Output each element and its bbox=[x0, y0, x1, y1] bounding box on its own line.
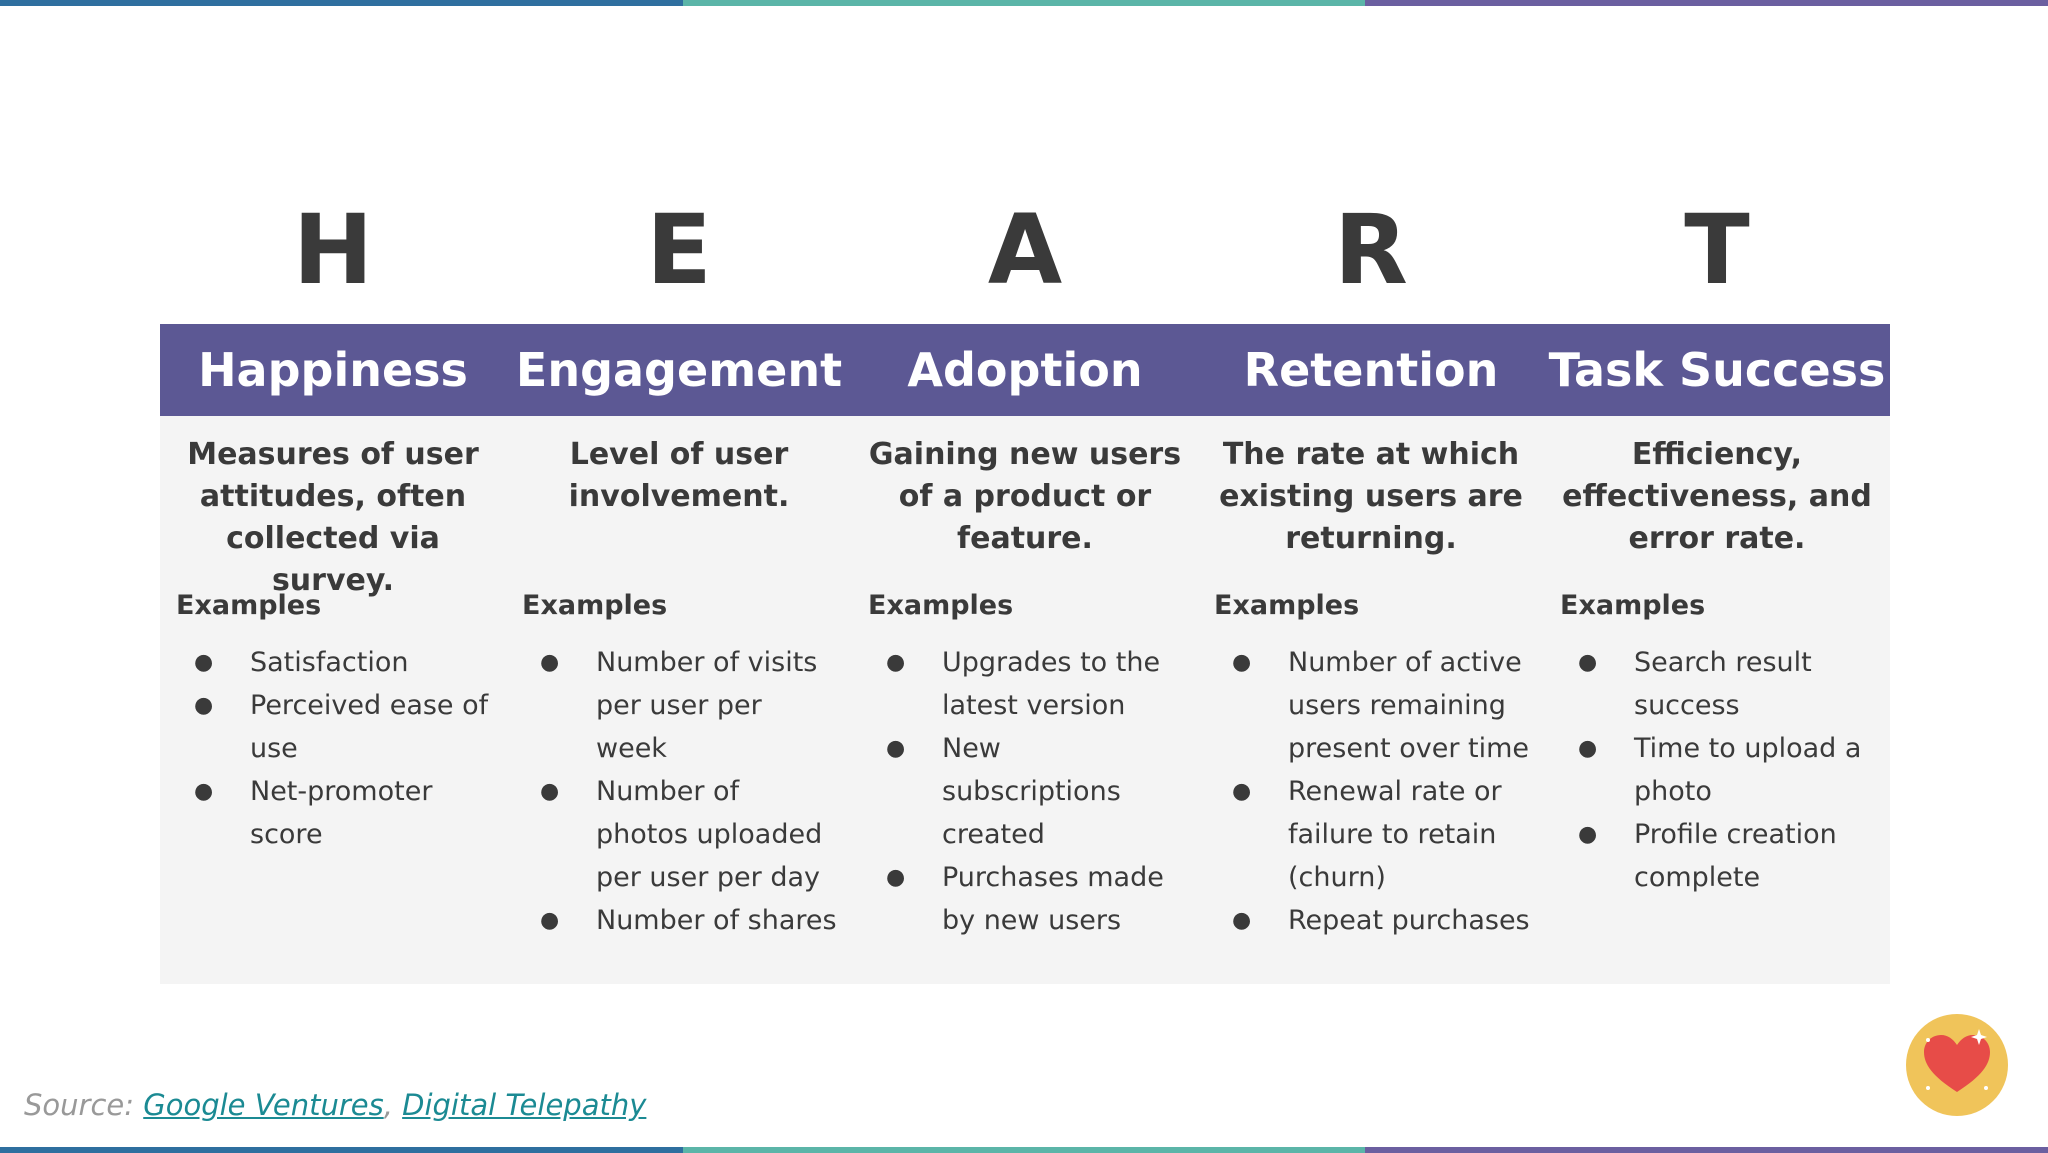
column-description: Efficiency, effectiveness, and error rat… bbox=[1562, 437, 1872, 556]
source-link-digital-telepathy[interactable]: Digital Telepathy bbox=[402, 1088, 647, 1122]
examples-label: Examples bbox=[1560, 590, 1706, 621]
heart-icon bbox=[1906, 1014, 2008, 1116]
examples-label: Examples bbox=[522, 590, 668, 621]
column-title-task-success: Task Success bbox=[1548, 343, 1886, 397]
heart-badge[interactable] bbox=[1906, 1014, 2008, 1116]
source-citation: Source: Google Ventures, Digital Telepat… bbox=[24, 1088, 646, 1122]
examples-list: Upgrades to the latest version New subsc… bbox=[866, 641, 1184, 942]
example-item: Net-promoter score bbox=[174, 770, 492, 856]
column-description: Level of user involvement. bbox=[568, 437, 790, 514]
column-title-retention: Retention bbox=[1243, 343, 1499, 397]
source-prefix: Source: bbox=[24, 1088, 144, 1122]
example-item: Time to upload a photo bbox=[1558, 727, 1876, 813]
stripe-segment bbox=[682, 0, 1366, 6]
acronym-letter-a: A bbox=[987, 194, 1063, 306]
column-adoption: Gaining new users of a product or featur… bbox=[852, 416, 1198, 942]
framework-columns: Measures of user attitudes, often collec… bbox=[160, 416, 1890, 942]
column-retention: The rate at which existing users are ret… bbox=[1198, 416, 1544, 942]
source-separator: , bbox=[383, 1088, 403, 1122]
example-item: Upgrades to the latest version bbox=[866, 641, 1184, 727]
acronym-letter-t: T bbox=[1684, 194, 1750, 306]
stripe-segment bbox=[1365, 0, 2048, 6]
column-task-success: Efficiency, effectiveness, and error rat… bbox=[1544, 416, 1890, 942]
column-happiness: Measures of user attitudes, often collec… bbox=[160, 416, 506, 942]
column-engagement: Level of user involvement. Examples Numb… bbox=[506, 416, 852, 942]
framework-header-bar: Happiness Engagement Adoption Retention … bbox=[160, 324, 1890, 416]
examples-label: Examples bbox=[868, 590, 1014, 621]
column-description: Measures of user attitudes, often collec… bbox=[187, 437, 479, 598]
example-item: Number of active users remaining present… bbox=[1212, 641, 1530, 770]
example-item: Number of photos uploaded per user per d… bbox=[520, 770, 838, 899]
examples-list: Search result success Time to upload a p… bbox=[1558, 641, 1876, 899]
example-item: Perceived ease of use bbox=[174, 684, 492, 770]
examples-list: Number of visits per user per week Numbe… bbox=[520, 641, 838, 942]
example-item: Profile creation complete bbox=[1558, 813, 1876, 899]
example-item: New subscriptions created bbox=[866, 727, 1184, 856]
stripe-segment bbox=[1365, 1147, 2048, 1153]
acronym-letter-h: H bbox=[292, 194, 374, 306]
acronym-letter-e: E bbox=[646, 194, 712, 306]
example-item: Number of visits per user per week bbox=[520, 641, 838, 770]
heart-acronym-letters: H E A R T bbox=[160, 200, 1890, 300]
example-item: Renewal rate or failure to retain (churn… bbox=[1212, 770, 1530, 899]
example-item: Number of shares bbox=[520, 899, 838, 942]
acronym-letter-r: R bbox=[1334, 194, 1408, 306]
column-description: Gaining new users of a product or featur… bbox=[868, 437, 1182, 556]
examples-label: Examples bbox=[1214, 590, 1360, 621]
bottom-accent-stripe bbox=[0, 1147, 2048, 1153]
example-item: Purchases made by new users bbox=[866, 856, 1184, 942]
example-item: Satisfaction bbox=[174, 641, 492, 684]
stripe-segment bbox=[682, 1147, 1366, 1153]
column-title-happiness: Happiness bbox=[198, 343, 468, 397]
stripe-segment bbox=[0, 0, 683, 6]
example-item: Search result success bbox=[1558, 641, 1876, 727]
example-item: Repeat purchases bbox=[1212, 899, 1530, 942]
examples-label: Examples bbox=[176, 590, 322, 621]
examples-list: Satisfaction Perceived ease of use Net-p… bbox=[174, 641, 492, 856]
stripe-segment bbox=[0, 1147, 683, 1153]
top-accent-stripe bbox=[0, 0, 2048, 6]
source-link-google-ventures[interactable]: Google Ventures bbox=[143, 1088, 384, 1122]
column-description: The rate at which existing users are ret… bbox=[1219, 437, 1523, 556]
column-title-adoption: Adoption bbox=[907, 343, 1143, 397]
column-title-engagement: Engagement bbox=[515, 343, 843, 397]
examples-list: Number of active users remaining present… bbox=[1212, 641, 1530, 942]
